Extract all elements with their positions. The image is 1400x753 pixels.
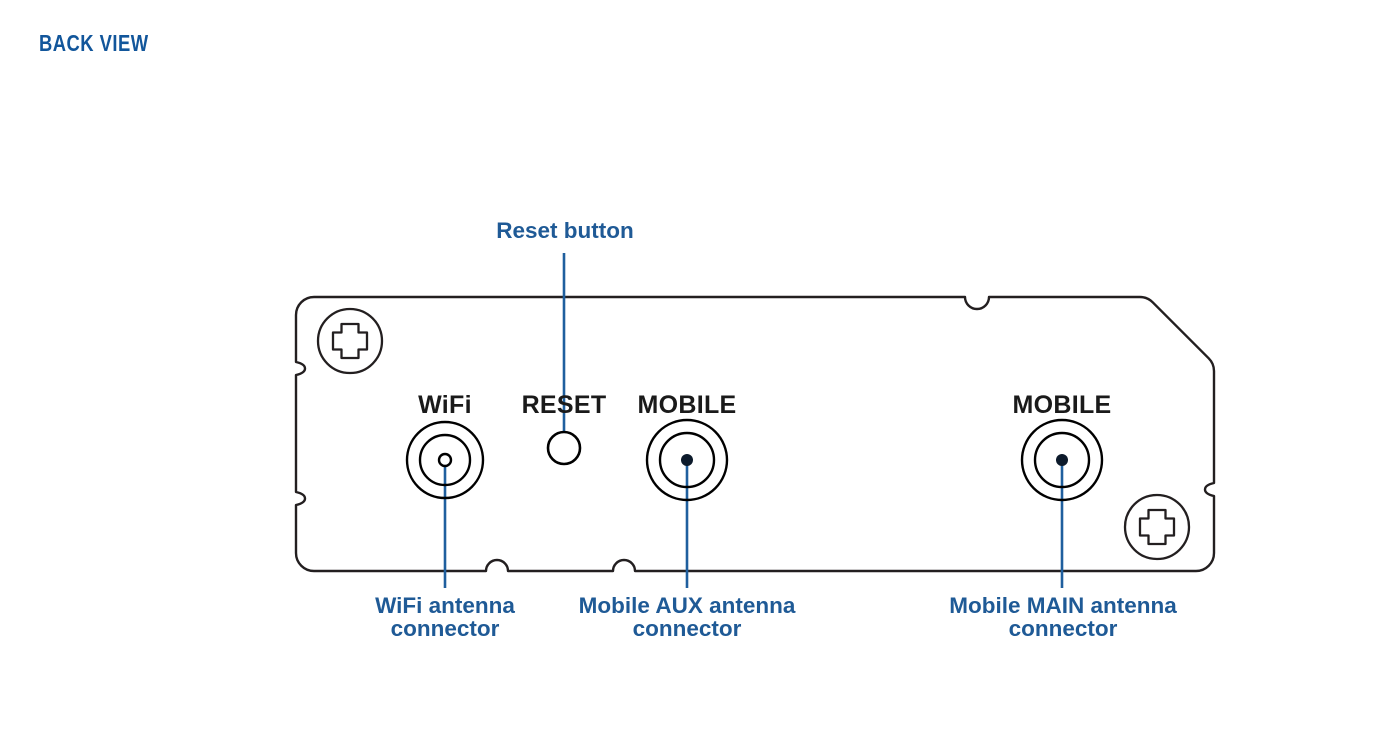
callout-mobile-aux-antenna-connector-line-2: connector bbox=[632, 615, 742, 641]
mobile-main-antenna-connector[interactable] bbox=[1020, 418, 1104, 502]
port-label-wifi: WiFi bbox=[418, 391, 472, 419]
callout-mobile-main-antenna-connector: Mobile MAIN antenna connector bbox=[949, 593, 1177, 641]
screw-bottom-right bbox=[1123, 493, 1191, 561]
port-label-reset: RESET bbox=[522, 391, 607, 419]
callout-wifi-antenna-connector-line-2: connector bbox=[390, 615, 500, 641]
callout-mobile-main-antenna-connector-line-2: connector bbox=[1008, 615, 1118, 641]
mobile-aux-antenna-connector[interactable] bbox=[645, 418, 729, 502]
callout-reset-button-line-1: Reset button bbox=[496, 218, 634, 243]
reset-button[interactable] bbox=[546, 430, 582, 466]
callout-wifi-antenna-connector-line-1: WiFi antenna bbox=[375, 593, 515, 618]
callout-mobile-main-antenna-connector-line-1: Mobile MAIN antenna bbox=[949, 593, 1177, 618]
port-label-mobile-aux: MOBILE bbox=[637, 391, 736, 419]
port-label-mobile-main: MOBILE bbox=[1012, 391, 1111, 419]
callout-reset-button: Reset button bbox=[496, 218, 634, 243]
callout-wifi-antenna-connector: WiFi antenna connector bbox=[375, 593, 515, 641]
device-outline bbox=[294, 295, 1216, 573]
callout-mobile-aux-antenna-connector: Mobile AUX antenna connector bbox=[578, 593, 796, 641]
callout-mobile-aux-antenna-connector-line-1: Mobile AUX antenna bbox=[578, 593, 796, 618]
screw-top-left bbox=[316, 307, 384, 375]
page-title: BACK VIEW bbox=[39, 30, 149, 56]
wifi-antenna-connector[interactable] bbox=[405, 420, 485, 500]
